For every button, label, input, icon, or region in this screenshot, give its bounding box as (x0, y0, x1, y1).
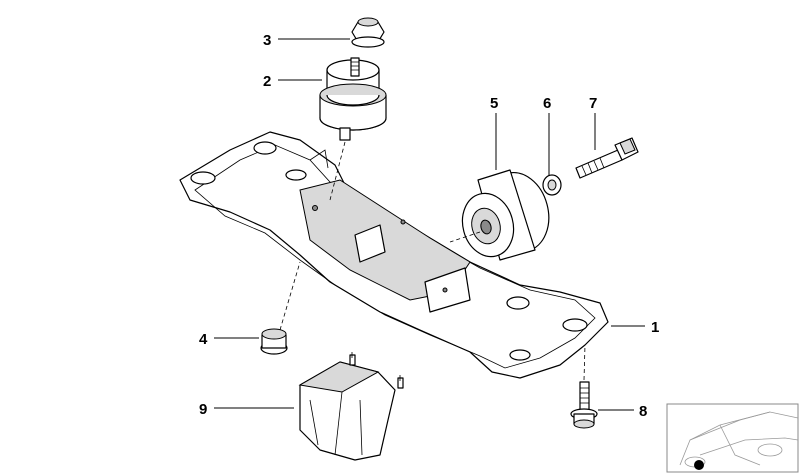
bushing[interactable] (449, 166, 557, 263)
callout-leaders (214, 38, 645, 411)
callout-6: 6 (543, 95, 551, 112)
transmission-mount-rubber[interactable] (319, 57, 387, 201)
transmission-crossmember[interactable] (179, 131, 609, 379)
callout-1: 1 (651, 319, 659, 336)
flange-bolt[interactable] (570, 344, 598, 429)
callout-8: 8 (639, 403, 647, 420)
top-nut[interactable] (351, 17, 385, 48)
location-marker-icon (694, 460, 704, 470)
washer[interactable] (542, 174, 562, 196)
heat-shield-bracket[interactable] (298, 352, 404, 461)
callout-3: 3 (263, 32, 271, 49)
callout-5: 5 (490, 95, 498, 112)
callout-4: 4 (199, 331, 208, 348)
lower-nut[interactable] (260, 261, 301, 355)
callout-labels: 1 2 3 4 5 6 7 8 9 (199, 32, 659, 420)
callout-7: 7 (589, 95, 597, 112)
vehicle-location-inset (666, 403, 799, 473)
bolt[interactable] (575, 137, 639, 179)
callout-2: 2 (263, 73, 271, 90)
callout-9: 9 (199, 401, 207, 418)
